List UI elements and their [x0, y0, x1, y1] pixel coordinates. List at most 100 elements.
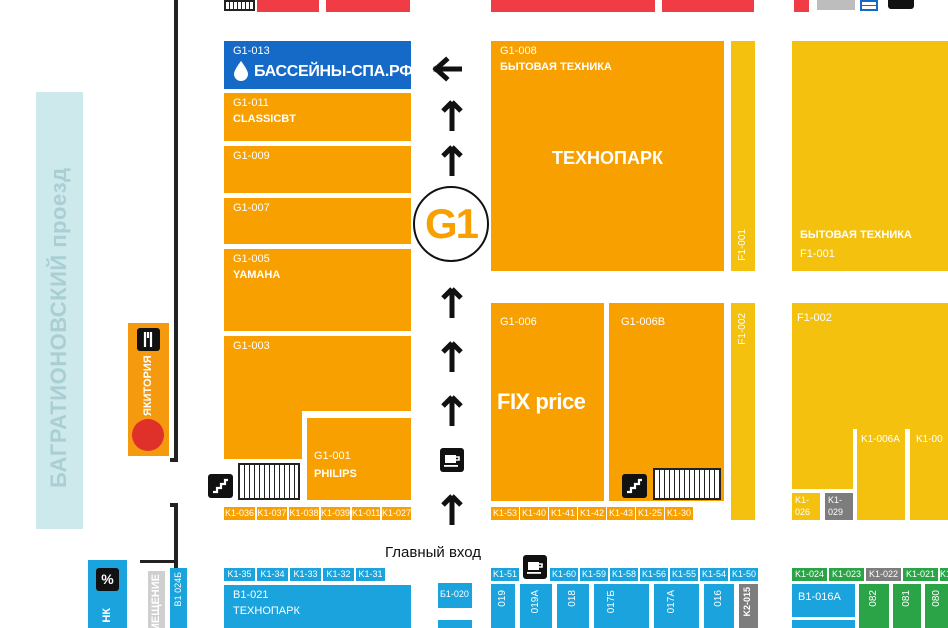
kiosk-k1-42[interactable]: K1-42: [578, 507, 606, 520]
shop-name: ТЕХНОПАРК: [233, 605, 300, 617]
shop-code: K2-015: [742, 587, 752, 617]
kiosk-k1-027[interactable]: K1-027: [382, 507, 411, 520]
shop-b1-021[interactable]: B1-021 ТЕХНОПАРК: [224, 585, 411, 628]
shop-g1-011[interactable]: G1-011 CLASSICBT: [224, 93, 411, 141]
shop-016[interactable]: 016: [704, 584, 734, 628]
top-kiosk-grid[interactable]: [224, 0, 255, 11]
shop-exhibition[interactable]: ПОМЕЩЕНИЕ: [148, 571, 165, 628]
kiosk-k2-015[interactable]: K2-015: [739, 584, 758, 628]
shop-f1-001[interactable]: БЫТОВАЯ ТЕХНИКА F1-001: [792, 41, 948, 271]
shop-name: ЯКИТОРИЯ: [142, 355, 154, 417]
shop-yakitoria[interactable]: ЯКИТОРИЯ: [128, 323, 169, 456]
kiosk-k1-55[interactable]: K1-55: [670, 568, 698, 581]
wall-left-lower: [174, 503, 178, 628]
shop-code: G1-013: [233, 45, 270, 57]
arrow-up-icon: [441, 395, 463, 426]
main-entrance-label: Главный вход: [385, 544, 482, 561]
kiosk-k1-011[interactable]: K1-011: [352, 507, 380, 520]
shop-b1-020[interactable]: Б1-020: [438, 583, 472, 608]
wall-left-lower-head: [170, 503, 178, 507]
shop-code: 019: [497, 590, 508, 607]
shop-f1-002-lower[interactable]: [792, 429, 853, 489]
kiosk-k1-024[interactable]: K1-024: [792, 568, 827, 581]
kiosk-k1-25[interactable]: K1-25: [636, 507, 664, 520]
shop-g1-013[interactable]: G1-013 БАССЕЙНЫ-СПА.РФ: [224, 41, 413, 89]
shop-code: 016: [713, 590, 724, 607]
top-shop-red-1[interactable]: [257, 0, 319, 12]
shop-code: G1-007: [233, 202, 270, 214]
kiosk-k1-036[interactable]: K1-036: [224, 507, 255, 520]
shop-017b[interactable]: 017Б: [594, 584, 649, 628]
kiosk-k1-037[interactable]: K1-037: [257, 507, 287, 520]
shop-k1-006b[interactable]: K1-00: [910, 429, 948, 520]
kiosk-k1-022[interactable]: K1-022: [866, 568, 901, 581]
shop-080[interactable]: 080: [925, 584, 948, 628]
kiosk-k1-30[interactable]: K1-30: [665, 507, 693, 520]
kiosk-k1-026[interactable]: K1- 026: [792, 493, 820, 520]
shop-b1-016-lower[interactable]: [792, 620, 855, 628]
kiosk-k1-59[interactable]: K1-59: [580, 568, 608, 581]
kiosk-k1-53[interactable]: K1-53: [491, 507, 519, 520]
shop-left-edge[interactable]: % НК: [88, 560, 127, 628]
shop-name: БЫТОВАЯ ТЕХНИКА: [800, 229, 912, 241]
top-shop-red-3[interactable]: [491, 0, 655, 12]
kiosk-k1-56[interactable]: K1-56: [640, 568, 668, 581]
shop-code: 081: [901, 590, 912, 607]
shop-g1-008[interactable]: G1-008 БЫТОВАЯ ТЕХНИКА ТЕХНОПАРК: [491, 41, 724, 271]
kiosk-k1-51[interactable]: K1-51: [491, 568, 519, 581]
shop-k1-006a[interactable]: K1-006A: [857, 429, 905, 520]
kiosk-k1-40[interactable]: K1-40: [520, 507, 548, 520]
kiosk-k1-58[interactable]: K1-58: [610, 568, 638, 581]
shop-018[interactable]: 018: [557, 584, 589, 628]
shop-g1-003[interactable]: G1-003: [224, 336, 411, 411]
top-shop-red-5[interactable]: [794, 0, 809, 12]
kiosk-k1-41[interactable]: K1-41: [549, 507, 577, 520]
kiosk-b1-024b[interactable]: B1 024Б: [170, 568, 187, 628]
shop-b1-020-lower[interactable]: [438, 620, 472, 628]
kiosk-k1-31[interactable]: K1-31: [356, 568, 385, 581]
kiosk-k1-0[interactable]: K1-0: [940, 568, 948, 581]
kiosk-k1-54[interactable]: K1-54: [700, 568, 728, 581]
shop-081[interactable]: 081: [893, 584, 921, 628]
shop-017a[interactable]: 017A: [654, 584, 699, 628]
shop-code: G1-006: [500, 316, 537, 328]
shop-code: G1-011: [233, 97, 269, 109]
shop-g1-005[interactable]: G1-005 YAMAHA: [224, 249, 411, 331]
shop-g1-007[interactable]: G1-007: [224, 198, 411, 244]
kiosk-k1-34[interactable]: K1-34: [257, 568, 288, 581]
shop-g1-001[interactable]: G1-001 PHILIPS: [307, 418, 411, 500]
stairs-icon: [208, 474, 233, 498]
kiosk-k1-32[interactable]: K1-32: [323, 568, 354, 581]
kiosk-k1-039[interactable]: K1-039: [321, 507, 350, 520]
shop-code: G1-009: [233, 150, 270, 162]
kiosk-k1-50[interactable]: K1-50: [730, 568, 758, 581]
shop-f1-002[interactable]: F1-002: [792, 303, 948, 429]
top-shop-gray[interactable]: [817, 0, 855, 10]
top-locker-icon: [860, 0, 878, 11]
arrow-up-icon: [441, 287, 463, 318]
kiosk-k1-029[interactable]: K1- 029: [825, 493, 853, 520]
top-shop-red-4[interactable]: [662, 0, 754, 12]
shop-019a[interactable]: 019A: [520, 584, 552, 628]
water-drop-icon: [234, 61, 248, 81]
shop-g1-009[interactable]: G1-009: [224, 146, 411, 193]
shop-f1-001-strip[interactable]: F1-001: [731, 41, 755, 271]
kiosk-k1-023[interactable]: K1-023: [829, 568, 864, 581]
kiosk-k1-43[interactable]: K1-43: [607, 507, 635, 520]
shop-082[interactable]: 082: [859, 584, 889, 628]
shop-b1-016a[interactable]: B1-016A: [792, 584, 855, 617]
shop-g1-003-lower[interactable]: [224, 411, 302, 459]
shop-code: B1-021: [233, 589, 269, 601]
shop-g1-006[interactable]: G1-006 FIX price: [491, 303, 604, 501]
shop-f1-002-strip[interactable]: F1-002: [731, 303, 755, 520]
shop-019[interactable]: 019: [491, 584, 515, 628]
shop-code: 080: [931, 590, 942, 607]
kiosk-k1-60[interactable]: K1-60: [550, 568, 578, 581]
kiosk-k1-021[interactable]: K1-021: [903, 568, 938, 581]
kiosk-k1-038[interactable]: K1-038: [289, 507, 319, 520]
shop-name: БАССЕЙНЫ-СПА.РФ: [254, 63, 413, 80]
kiosk-k1-35[interactable]: K1-35: [224, 568, 255, 581]
kiosk-k1-33[interactable]: K1-33: [290, 568, 321, 581]
top-shop-red-2[interactable]: [326, 0, 410, 12]
shop-code: F1-001: [737, 229, 748, 261]
